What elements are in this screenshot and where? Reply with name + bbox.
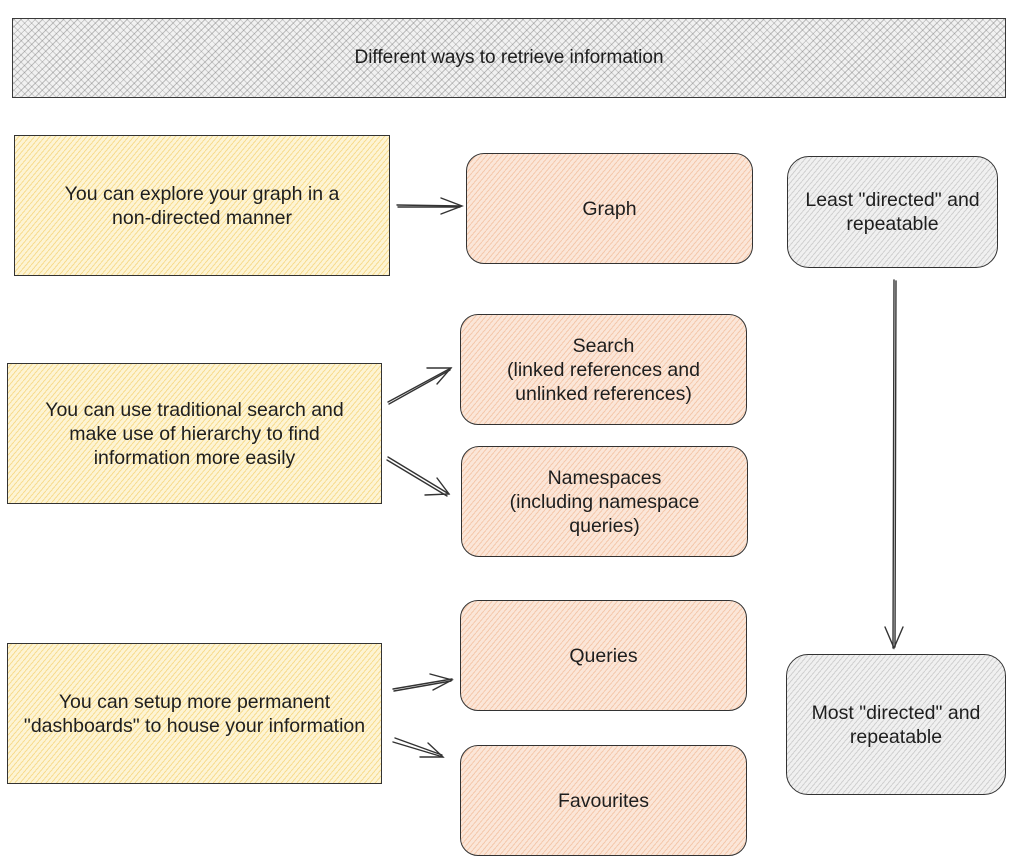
search-box: Search (linked references and unlinked r…: [460, 314, 747, 425]
favourites-box: Favourites: [460, 745, 747, 856]
graph-label: Graph: [582, 197, 637, 220]
most-directed-label: Most "directed" and repeatable: [811, 701, 981, 748]
namespaces-sublabel: (including namespace queries): [509, 490, 700, 537]
queries-label: Queries: [569, 645, 638, 667]
namespaces-box: Namespaces (including namespace queries): [461, 446, 748, 557]
arrow-explore-to-graph: [396, 197, 464, 215]
dashboards-description-text: You can setup more permanent "dashboards…: [23, 690, 366, 737]
arrow-to-search: [387, 367, 453, 405]
search-sublabel: (linked references and unlinked referenc…: [507, 358, 700, 405]
diagram-title: Different ways to retrieve information: [12, 18, 1006, 98]
least-directed-box: Least "directed" and repeatable: [787, 156, 998, 268]
arrow-to-namespaces: [386, 456, 451, 497]
explore-description-box: You can explore your graph in a non-dire…: [14, 135, 390, 276]
search-description-box: You can use traditional search and make …: [7, 363, 382, 504]
search-description-text: You can use traditional search and make …: [45, 398, 344, 469]
namespaces-label: Namespaces: [547, 466, 662, 489]
queries-box: Queries: [460, 600, 747, 711]
graph-box: Graph: [466, 153, 753, 264]
explore-description-text: You can explore your graph in a non-dire…: [64, 182, 340, 229]
most-directed-box: Most "directed" and repeatable: [786, 654, 1006, 795]
arrow-to-favourites: [392, 737, 445, 758]
arrow-least-to-most: [884, 279, 904, 650]
dashboards-description-box: You can setup more permanent "dashboards…: [7, 643, 382, 784]
favourites-label: Favourites: [557, 789, 650, 812]
least-directed-label: Least "directed" and repeatable: [805, 189, 980, 235]
arrow-to-queries: [392, 673, 454, 692]
search-label: Search: [572, 334, 635, 357]
diagram-title-text: Different ways to retrieve information: [354, 47, 664, 68]
